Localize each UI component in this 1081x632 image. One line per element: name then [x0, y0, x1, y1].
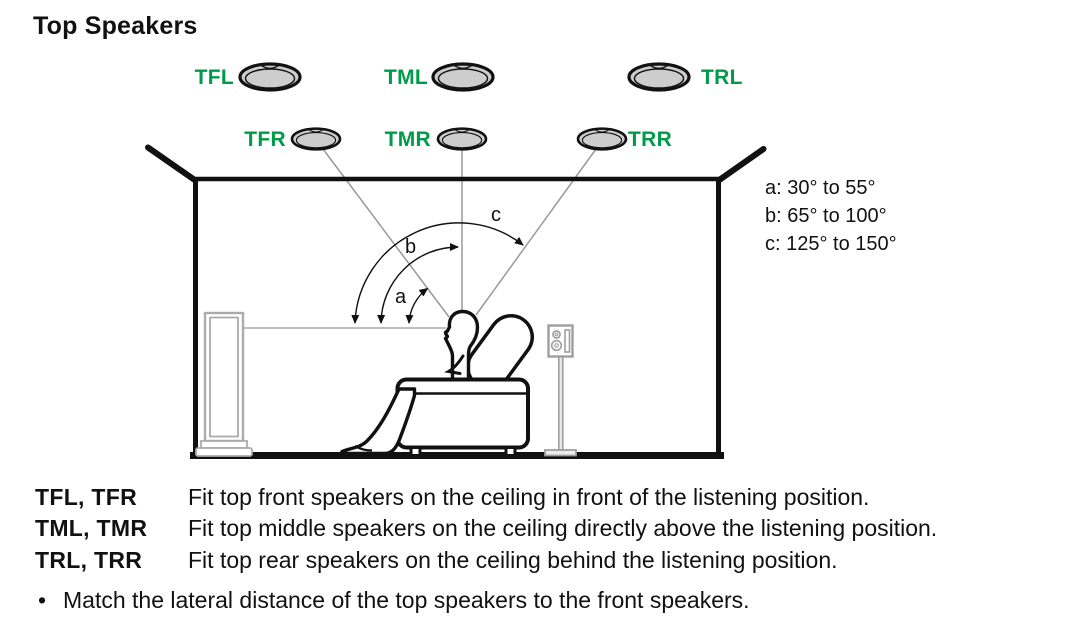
arc-label-b: b — [405, 236, 417, 258]
arc-a — [405, 287, 429, 324]
ceiling-left-wing — [145, 144, 197, 183]
arc-label-a: a — [395, 286, 407, 308]
speaker-label-tml: TML — [383, 66, 428, 89]
person-arm — [444, 354, 465, 375]
speaker-label-tfl: TFL — [194, 66, 234, 89]
arc-b — [377, 243, 459, 324]
ceiling-speakers — [238, 62, 691, 151]
angle-legend-line-c: c: 125° to 150° — [765, 233, 897, 255]
person-legs — [340, 387, 417, 456]
room-outline — [145, 144, 767, 459]
arc-label-c: c — [491, 204, 501, 226]
note-term-top-front: TFL, TFR — [35, 484, 138, 510]
angle-legend-line-a: a: 30° to 55° — [765, 177, 876, 199]
ceiling-speaker-icon-trl — [627, 62, 691, 92]
note-bullet-text: Match the lateral distance of the top sp… — [63, 587, 750, 613]
ceiling-speaker-icon-tml — [431, 62, 495, 92]
ceiling-speaker-icon-tfr — [290, 127, 342, 151]
arc-c — [351, 222, 524, 324]
angle-arcs — [351, 222, 524, 324]
speaker-label-trl: TRL — [701, 66, 743, 89]
bullet-icon: • — [38, 587, 47, 613]
floor-standing-speaker-icon — [195, 311, 253, 457]
ceiling-right-wing — [717, 146, 767, 183]
angle-legend-line-b: b: 65° to 100° — [765, 205, 887, 227]
diagram-svg — [145, 62, 767, 459]
ceiling-speaker-icon-tfl — [238, 62, 302, 92]
sofa-foot-right — [504, 446, 517, 457]
note-row-top-middle: TML, TMR Fit top middle speakers on the … — [35, 515, 937, 542]
note-desc-top-front: Fit top front speakers on the ceiling in… — [188, 484, 870, 510]
sofa-body — [395, 377, 530, 450]
speaker-label-tmr: TMR — [384, 128, 431, 151]
note-desc-top-middle: Fit top middle speakers on the ceiling d… — [188, 515, 938, 541]
speaker-on-stand-icon — [544, 324, 577, 457]
note-term-top-rear: TRL, TRR — [35, 547, 143, 573]
note-row-top-rear: TRL, TRR Fit top rear speakers on the ce… — [35, 547, 838, 574]
speaker-angle-lines — [243, 148, 597, 329]
listener-on-sofa-icon — [340, 309, 534, 457]
speaker-label-trr: TRR — [628, 128, 673, 151]
speaker-placement-diagram: TFL TML TRL TFR TMR TRR a b c a: 30° to … — [145, 62, 897, 459]
note-row-top-front: TFL, TFR Fit top front speakers on the c… — [35, 484, 869, 511]
page-title: Top Speakers — [33, 12, 198, 40]
person-shoe-line — [354, 445, 373, 452]
note-term-top-middle: TML, TMR — [35, 515, 148, 541]
angle-legend: a: 30° to 55° b: 65° to 100° c: 125° to … — [765, 174, 897, 258]
ceiling-speaker-icon-tmr — [436, 127, 488, 151]
note-bullet-row: • Match the lateral distance of the top … — [38, 587, 750, 614]
sofa-foot-left — [409, 446, 422, 457]
speaker-label-tfr: TFR — [244, 128, 286, 151]
ceiling-speaker-icon-trr — [576, 127, 628, 151]
note-desc-top-rear: Fit top rear speakers on the ceiling beh… — [188, 547, 838, 573]
